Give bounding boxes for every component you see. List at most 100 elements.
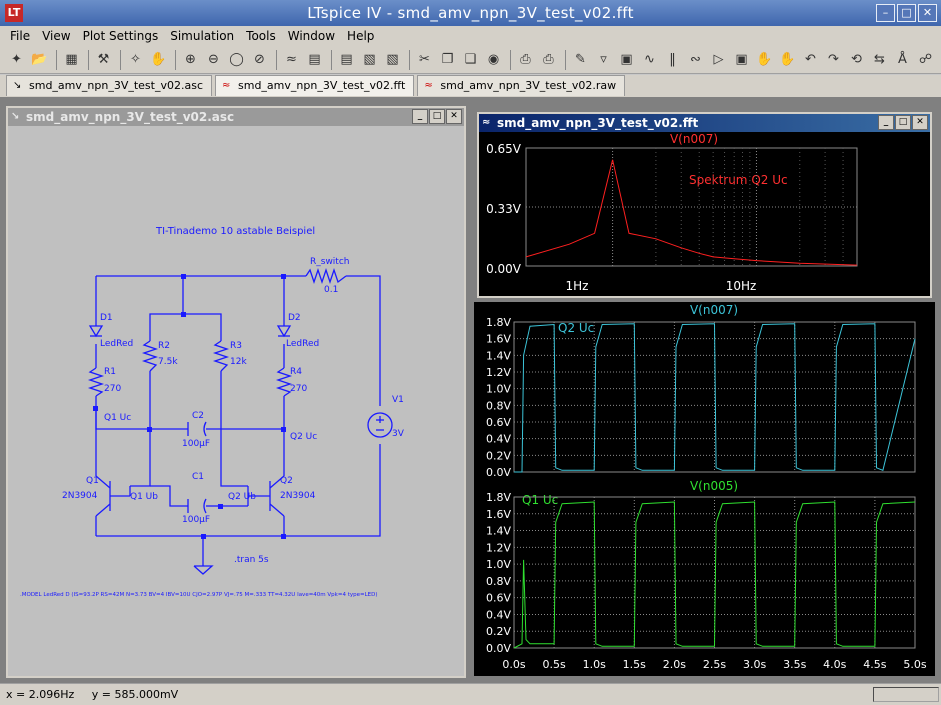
undo-icon[interactable]: ↶	[805, 52, 816, 67]
zoom-out-icon[interactable]: ⊖	[208, 52, 219, 67]
print-preview-icon[interactable]: ⎙	[520, 52, 531, 67]
fft-trace-name[interactable]: V(n007)	[670, 132, 718, 146]
control-panel-icon[interactable]: ⚒	[97, 52, 110, 67]
close-icon[interactable]: ✕	[912, 115, 928, 130]
label-q1[interactable]: Q1	[86, 476, 99, 486]
pane1-y-tick: 1.2V	[486, 366, 511, 379]
minimize-icon[interactable]: –	[876, 4, 895, 22]
close-icon[interactable]: ✕	[446, 109, 462, 124]
resistor-icon[interactable]: ∿	[644, 52, 655, 67]
copy-icon[interactable]: ❐	[441, 52, 454, 67]
label-r4[interactable]: R4	[290, 367, 302, 377]
tab-raw[interactable]: ≈ smd_amv_npn_3V_test_v02.raw	[417, 75, 626, 96]
fft-window[interactable]: ≈ smd_amv_npn_3V_test_v02.fft _ □ ✕ V(n0…	[477, 112, 932, 298]
fft-window-titlebar[interactable]: ≈ smd_amv_npn_3V_test_v02.fft _ □ ✕	[479, 114, 930, 132]
label-d2[interactable]: D2	[288, 313, 301, 323]
save-icon[interactable]: ▦	[65, 52, 78, 67]
run-icon[interactable]: ✧	[130, 52, 141, 67]
label-r-switch[interactable]: R_switch	[310, 257, 350, 267]
maximize-icon[interactable]: □	[895, 115, 911, 130]
cascade-icon[interactable]: ▤	[340, 52, 353, 67]
menu-tools[interactable]: Tools	[246, 29, 276, 43]
label-r1-value[interactable]: 270	[104, 384, 121, 394]
label-c2[interactable]: C2	[192, 411, 204, 421]
move-icon[interactable]: ✋	[756, 52, 773, 67]
label-q1-model[interactable]: 2N3904	[62, 491, 98, 501]
label-r-switch-value[interactable]: 0.1	[324, 285, 338, 295]
schematic-canvas[interactable]: TI-Tinademo 10 astable Beispiel R_switch…	[8, 126, 464, 676]
drag-icon[interactable]: ✋	[779, 52, 796, 67]
zoom-cancel-icon[interactable]: ⊘	[254, 52, 265, 67]
rotate-icon[interactable]: ⟲	[851, 52, 862, 67]
minimize-icon[interactable]: _	[412, 109, 428, 124]
tile-horizontal-icon[interactable]: ▤	[308, 52, 321, 67]
net-label-q1uc[interactable]: Q1 Uc	[104, 413, 131, 423]
label-r1[interactable]: R1	[104, 367, 116, 377]
label-d1[interactable]: D1	[100, 313, 113, 323]
diode-icon[interactable]: ▷	[713, 52, 724, 67]
minimize-icon[interactable]: _	[878, 115, 894, 130]
schematic-window[interactable]: ↘ smd_amv_npn_3V_test_v02.asc _ □ ✕	[6, 106, 466, 678]
pane1-y-tick: 0.0V	[486, 466, 511, 479]
menu-window[interactable]: Window	[287, 29, 336, 43]
find-icon[interactable]: ◉	[487, 52, 500, 67]
close-icon[interactable]: ✕	[918, 4, 937, 22]
label-c1-value[interactable]: 100µF	[182, 515, 210, 525]
label-v1-value[interactable]: 3V	[392, 429, 405, 439]
print-setup-icon[interactable]: ▧	[386, 52, 399, 67]
label-icon[interactable]: ▣	[620, 52, 633, 67]
label-d2-model[interactable]: LedRed	[286, 339, 319, 349]
component-icon[interactable]: ▣	[735, 52, 748, 67]
print-icon[interactable]: ⎙	[543, 52, 554, 67]
cut-icon[interactable]: ✂	[419, 52, 430, 67]
net-label-q2uc[interactable]: Q2 Uc	[290, 432, 317, 442]
mirror-icon[interactable]: ⇆	[874, 52, 885, 67]
label-r4-value[interactable]: 270	[290, 384, 307, 394]
label-q2-model[interactable]: 2N3904	[280, 491, 316, 501]
menu-file[interactable]: File	[10, 29, 31, 43]
label-d1-model[interactable]: LedRed	[100, 339, 133, 349]
spice-directive-icon[interactable]: ☍	[918, 52, 933, 67]
label-r3[interactable]: R3	[230, 341, 242, 351]
fft-plot[interactable]: V(n007) Spektrum Q2 Uc 0.65V 0.33V 0.00V…	[479, 132, 930, 296]
net-label-q1ub[interactable]: Q1 Ub	[130, 492, 158, 502]
tab-fft[interactable]: ≈ smd_amv_npn_3V_test_v02.fft	[215, 75, 415, 96]
halt-icon[interactable]: ✋	[150, 52, 167, 67]
label-r2[interactable]: R2	[158, 341, 170, 351]
zoom-fit-icon[interactable]: ◯	[229, 52, 244, 67]
ground-icon[interactable]: ▿	[600, 52, 607, 67]
window-title: LTspice IV - smd_amv_npn_3V_test_v02.fft	[307, 4, 634, 22]
spice-directive-model[interactable]: .MODEL LedRed D (IS=93.2P RS=42M N=3.73 …	[20, 592, 378, 598]
label-r3-value[interactable]: 12k	[230, 357, 247, 367]
text-icon[interactable]: Å	[898, 52, 907, 67]
schematic-window-controls: _ □ ✕	[412, 109, 462, 124]
pane1-trace-name[interactable]: V(n007)	[690, 303, 738, 317]
tile-vertical-icon[interactable]: ▧	[363, 52, 376, 67]
menu-simulation[interactable]: Simulation	[170, 29, 235, 43]
pane2-trace-name[interactable]: V(n005)	[690, 479, 738, 493]
paste-icon[interactable]: ❑	[464, 52, 477, 67]
spice-directive-tran[interactable]: .tran 5s	[234, 555, 269, 565]
wire-icon[interactable]: ✎	[575, 52, 586, 67]
maximize-icon[interactable]: □	[897, 4, 916, 22]
redo-icon[interactable]: ↷	[828, 52, 839, 67]
zoom-in-icon[interactable]: ⊕	[185, 52, 196, 67]
net-label-q2ub[interactable]: Q2 Ub	[228, 492, 256, 502]
label-c2-value[interactable]: 100µF	[182, 439, 210, 449]
inductor-icon[interactable]: ∾	[690, 52, 701, 67]
label-v1[interactable]: V1	[392, 395, 404, 405]
label-r2-value[interactable]: 7.5k	[158, 357, 178, 367]
new-schematic-icon[interactable]: ✦	[11, 52, 22, 67]
menu-help[interactable]: Help	[347, 29, 375, 43]
tab-schematic[interactable]: ↘ smd_amv_npn_3V_test_v02.asc	[6, 75, 212, 96]
schematic-window-titlebar[interactable]: ↘ smd_amv_npn_3V_test_v02.asc _ □ ✕	[8, 108, 464, 126]
capacitor-icon[interactable]: ‖	[669, 52, 676, 67]
label-c1[interactable]: C1	[192, 472, 204, 482]
autorange-icon[interactable]: ≈	[286, 52, 297, 67]
maximize-icon[interactable]: □	[429, 109, 445, 124]
menu-plot-settings[interactable]: Plot Settings	[82, 29, 159, 43]
label-q2[interactable]: Q2	[280, 476, 293, 486]
menu-view[interactable]: View	[42, 29, 71, 43]
open-icon[interactable]: 📂	[31, 52, 48, 67]
